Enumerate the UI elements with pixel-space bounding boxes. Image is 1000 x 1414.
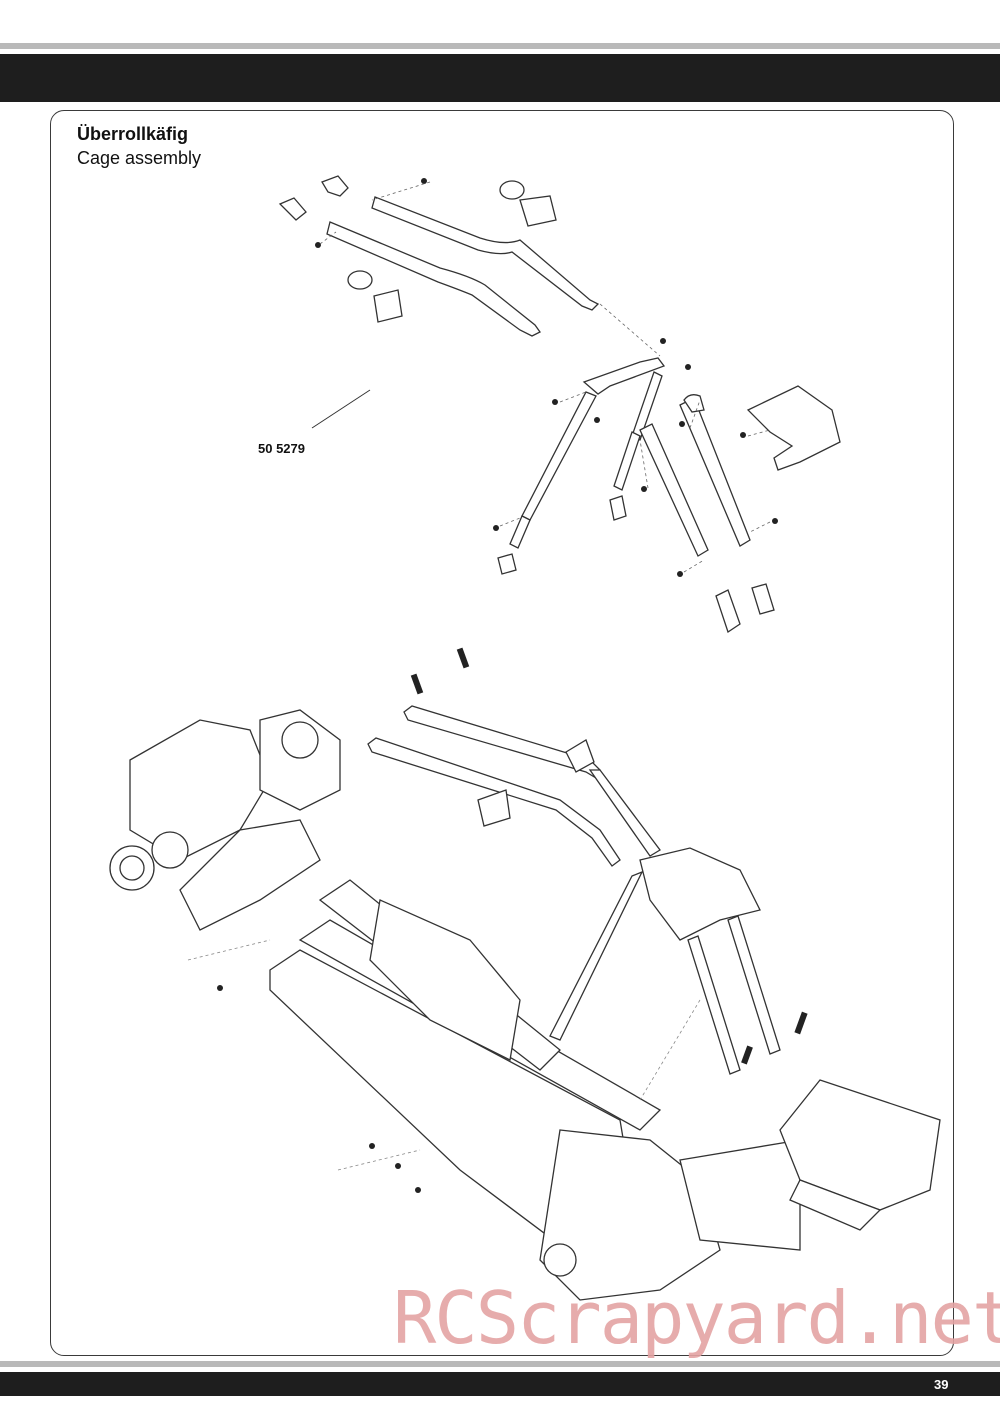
top-divider-line [0, 43, 1000, 49]
bottom-divider-line [0, 1361, 1000, 1367]
assembled-chassis-with-cage-icon [109, 647, 941, 1301]
footer-bar [0, 1372, 1000, 1396]
section-title-english: Cage assembly [77, 148, 202, 168]
part-number-label: 50 5279 [258, 441, 305, 456]
header-bar [0, 54, 1000, 102]
page-number: 39 [934, 1377, 949, 1392]
watermark-text: RCScrapyard.net [393, 1276, 1000, 1360]
section-title-german: Überrollkäfig [77, 124, 189, 144]
exploded-cage-parts-icon [278, 175, 841, 634]
leader-line [311, 389, 371, 429]
